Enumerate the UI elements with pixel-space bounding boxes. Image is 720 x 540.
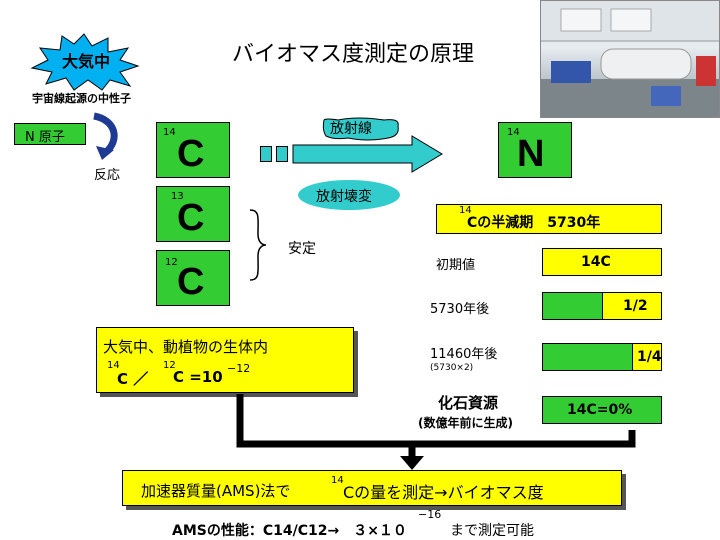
c12-box: 12 C	[156, 250, 230, 306]
ams-box: 加速器質量(AMS)法で 14 Cの量を測定→バイオマス度	[122, 470, 622, 506]
ratio-mass-12: 12	[163, 360, 176, 371]
reaction-arrow	[93, 112, 118, 160]
reaction-label: 反応	[94, 168, 121, 183]
bar-1: 1/2	[542, 292, 662, 320]
c13-mass: 13	[171, 191, 184, 202]
c12-symbol: C	[177, 261, 205, 303]
ams-text-b: Cの量を測定→バイオマス度	[343, 483, 544, 502]
dash-2	[276, 146, 288, 162]
radiation-label: 放射線	[330, 121, 372, 137]
n14-symbol: N	[517, 133, 545, 175]
bar-1-fill	[602, 293, 661, 319]
c14-mass: 14	[163, 127, 176, 138]
decay-ellipse	[298, 180, 400, 210]
performance-tail: まで測定可能	[450, 523, 534, 539]
bar-3: 14C=0%	[542, 396, 662, 424]
performance-text: AMSの性能：C14/C12→ ３×１０	[172, 523, 407, 539]
c14-symbol: C	[177, 133, 205, 175]
ratio-exponent: −12	[227, 362, 251, 375]
ratio-mass-14: 14	[107, 360, 120, 371]
bar-1-label: 5730年後	[430, 302, 490, 317]
bar-3-label: 化石資源	[438, 394, 499, 412]
stable-brace	[249, 209, 267, 281]
bar-3-sub: (数億年前に生成)	[418, 416, 513, 430]
decay-label: 放射壊変	[316, 189, 372, 205]
radiation-bubble	[322, 117, 399, 141]
bar-0-fill	[543, 249, 661, 275]
bar-2-label: 11460年後	[430, 347, 498, 362]
bar-2-fill	[631, 344, 661, 370]
bar-1-value: 1/2	[623, 298, 648, 314]
bar-0: 14C	[542, 248, 662, 276]
halflife-text: Cの半減期 5730年	[467, 215, 601, 231]
ams-text-a: 加速器質量(AMS)法で	[141, 482, 291, 500]
n14-box: 14 N	[498, 122, 572, 178]
bar-2-sub: (5730×2)	[430, 363, 474, 373]
stable-label: 安定	[288, 241, 316, 257]
atmosphere-burst	[30, 33, 140, 91]
burst-label: 大気中	[62, 52, 111, 71]
c14-box: 14 C	[156, 122, 230, 178]
n14-mass: 14	[507, 127, 520, 138]
bar-2-value: 1/4	[637, 349, 662, 365]
bar-2: 1/4	[542, 343, 662, 371]
atmosphere-line1: 大気中、動植物の生体内	[103, 338, 269, 356]
facility-photo	[540, 0, 720, 118]
performance-exponent: −16	[418, 508, 442, 521]
ams-mass: 14	[331, 475, 344, 486]
n-atom-box: N 原子	[14, 123, 86, 145]
bar-0-label: 初期値	[436, 258, 476, 273]
page-title: バイオマス度測定の原理	[232, 42, 475, 67]
connector-arrows	[236, 394, 636, 470]
halflife-mass: 14	[459, 205, 472, 216]
halflife-box: 14 Cの半減期 5730年	[436, 204, 662, 234]
c13-box: 13 C	[156, 186, 230, 242]
atmosphere-box: 大気中、動植物の生体内 14 C ／ 12 C =10 −12	[96, 327, 354, 393]
bar-0-value: 14C	[581, 254, 611, 270]
radiation-arrow	[292, 135, 443, 173]
c13-symbol: C	[177, 197, 205, 239]
burst-caption: 宇宙線起源の中性子	[32, 92, 131, 105]
dash-1	[260, 146, 272, 162]
ratio-c14: C ／	[117, 370, 149, 388]
c12-mass: 12	[165, 257, 178, 268]
ratio-c12: C =10	[173, 368, 223, 386]
bar-3-value: 14C=0%	[567, 402, 633, 418]
